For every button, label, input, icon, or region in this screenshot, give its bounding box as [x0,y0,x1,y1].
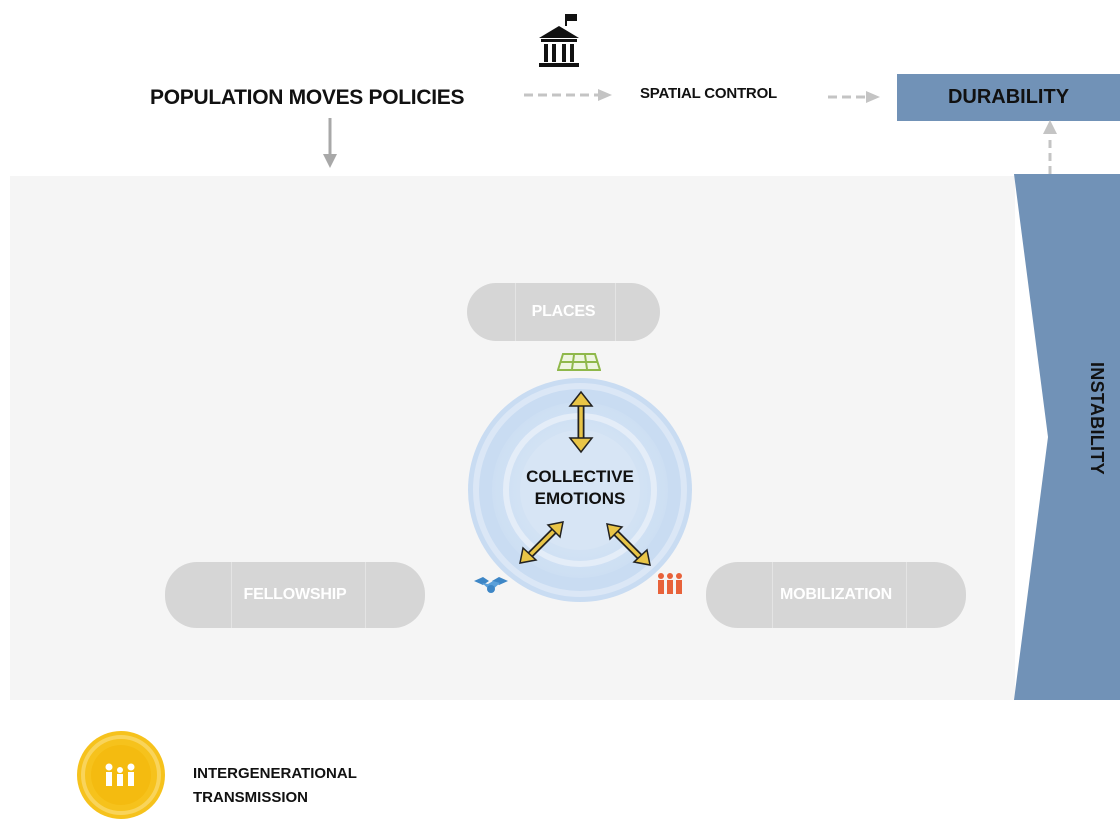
mobilization-label: MOBILIZATION [780,586,892,603]
arrow-policies-to-spatial-head [598,89,612,101]
places-node: PLACES [467,283,660,341]
spatial-control-label: SPATIAL CONTROL [640,85,777,102]
government-building-icon [536,12,582,75]
crowd-icon [656,572,684,603]
legend-line1: INTERGENERATIONAL [193,765,357,782]
places-label: PLACES [531,303,596,320]
legend-line2: TRANSMISSION [193,789,309,806]
handshake-icon [473,575,509,602]
arrow-spatial-to-durability-head [866,91,880,103]
instability-label-wrap: INSTABILITY [1071,362,1111,512]
collective-emotions-circle [468,378,692,602]
instability-label: INSTABILITY [1087,362,1107,475]
intergenerational-transmission-label: INTERGENERATIONAL TRANSMISSION [193,762,357,810]
fellowship-node: FELLOWSHIP [165,562,425,628]
mobilization-node: MOBILIZATION [706,562,966,628]
collective-emotions-line1: COLLECTIVE [526,467,634,486]
population-moves-policies-label: POPULATION MOVES POLICIES [150,86,465,109]
durability-box: DURABILITY [897,74,1120,121]
fellowship-label: FELLOWSHIP [243,586,347,603]
map-icon [556,352,602,377]
arrow-instability-up-head [1043,120,1057,134]
durability-label: DURABILITY [947,86,1070,108]
family-icon [76,730,166,825]
collective-emotions-line2: EMOTIONS [534,489,626,508]
arrow-policies-down-head [323,154,337,168]
collective-emotions-label: COLLECTIVE EMOTIONS [480,466,680,510]
